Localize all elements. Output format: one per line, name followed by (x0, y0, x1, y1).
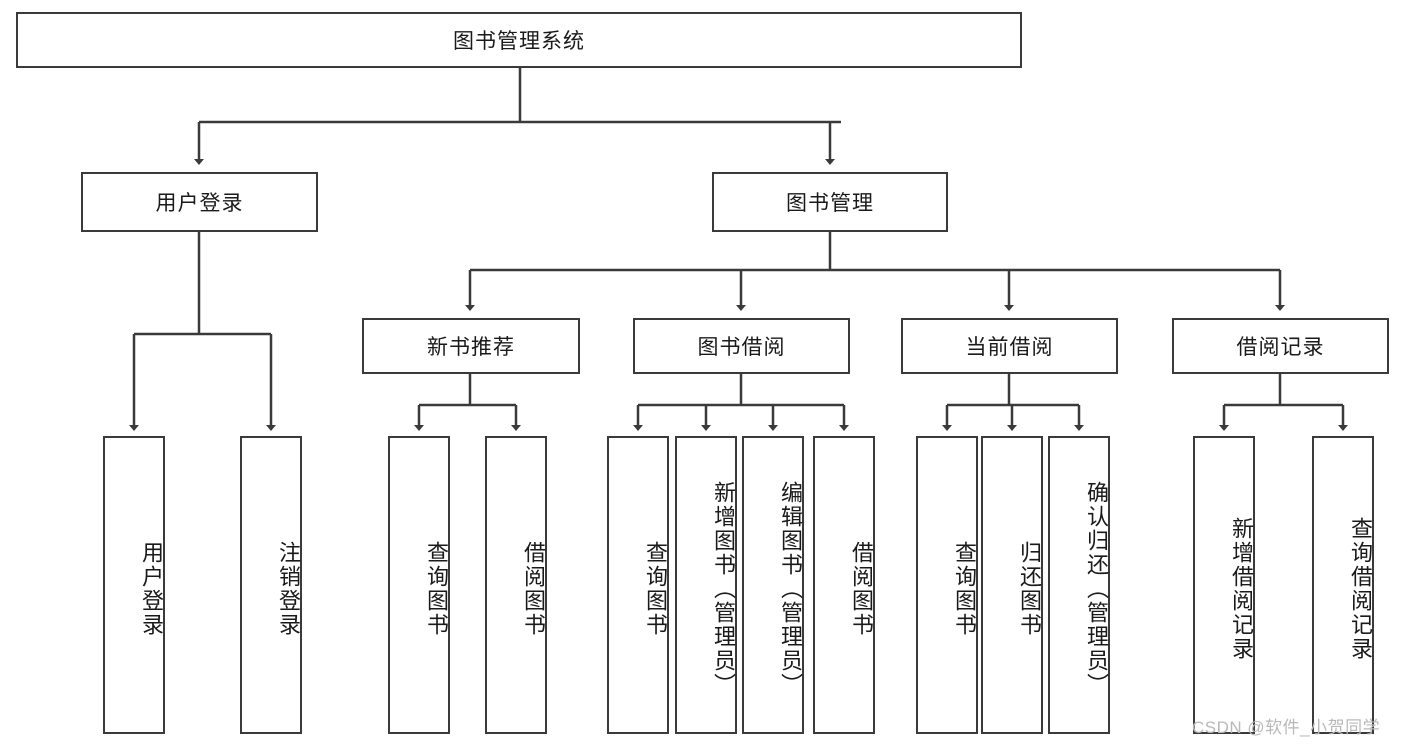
node-label: 归还图书 (1017, 541, 1042, 637)
node-new-book-recommend[interactable]: 新书推荐 (362, 318, 580, 374)
node-leaf-borrow-book-1[interactable]: 借阅图书 (485, 436, 547, 734)
node-leaf-query-book-3[interactable]: 查询图书 (916, 436, 978, 734)
node-book-manage[interactable]: 图书管理 (712, 172, 948, 232)
node-label: 图书管理 (786, 192, 874, 215)
watermark: CSDN @软件_小贺同学 (1192, 718, 1381, 737)
node-label: 查询借阅记录 (1348, 517, 1373, 661)
node-current-borrow[interactable]: 当前借阅 (901, 318, 1118, 374)
node-leaf-query-book-2[interactable]: 查询图书 (607, 436, 669, 734)
node-label: 新增图书（管理员） (711, 481, 736, 697)
node-leaf-user-login[interactable]: 用户登录 (103, 436, 165, 734)
node-label: 新增借阅记录 (1229, 517, 1254, 661)
node-label: 编辑图书（管理员） (778, 481, 803, 697)
node-label: 借阅图书 (849, 541, 874, 637)
node-user-login[interactable]: 用户登录 (81, 172, 318, 232)
node-label: 查询图书 (643, 541, 668, 637)
node-label: 借阅图书 (521, 541, 546, 637)
node-book-borrow[interactable]: 图书借阅 (633, 318, 850, 374)
node-label: 新书推荐 (427, 336, 515, 359)
node-label: 图书管理系统 (453, 30, 585, 53)
node-label: 查询图书 (952, 541, 977, 637)
node-label: 确认归还（管理员） (1084, 481, 1109, 697)
node-leaf-edit-book[interactable]: 编辑图书（管理员） (742, 436, 804, 734)
node-leaf-logout-login[interactable]: 注销登录 (240, 436, 302, 734)
node-leaf-confirm-return[interactable]: 确认归还（管理员） (1048, 436, 1110, 734)
node-leaf-add-book[interactable]: 新增图书（管理员） (675, 436, 737, 734)
node-label: 查询图书 (424, 541, 449, 637)
node-label: 用户登录 (139, 541, 164, 637)
node-book-management-system[interactable]: 图书管理系统 (16, 12, 1022, 68)
node-label: 借阅记录 (1236, 336, 1325, 359)
node-leaf-query-book-1[interactable]: 查询图书 (388, 436, 450, 734)
node-leaf-query-borrow-record[interactable]: 查询借阅记录 (1312, 436, 1374, 734)
node-borrow-record[interactable]: 借阅记录 (1172, 318, 1389, 374)
node-label: 图书借阅 (697, 336, 786, 359)
node-leaf-borrow-book-2[interactable]: 借阅图书 (813, 436, 875, 734)
node-label: 当前借阅 (965, 336, 1054, 359)
node-leaf-return-book[interactable]: 归还图书 (981, 436, 1043, 734)
node-label: 用户登录 (155, 192, 244, 215)
node-label: 注销登录 (276, 541, 301, 637)
node-leaf-add-borrow-record[interactable]: 新增借阅记录 (1193, 436, 1255, 734)
